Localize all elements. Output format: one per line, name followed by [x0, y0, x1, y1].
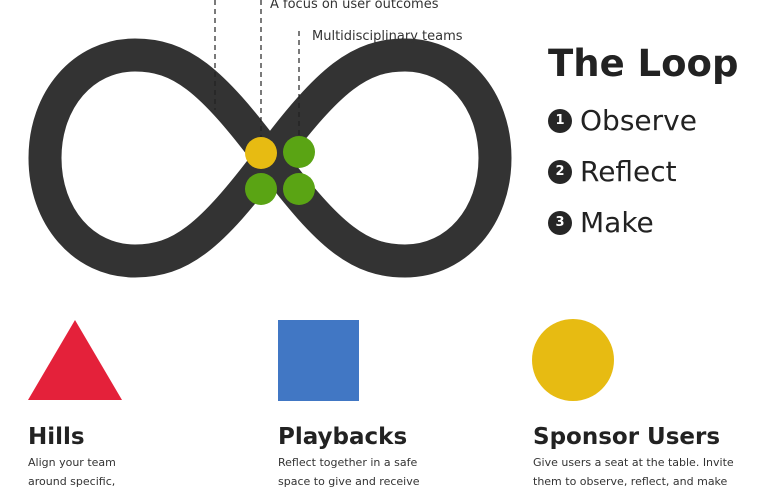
playbacks-title: Playbacks — [278, 424, 408, 450]
team-dot-3 — [283, 173, 315, 205]
playbacks-description-line: Reflect together in a safe — [278, 456, 418, 469]
team-dot-2 — [245, 173, 277, 205]
callout-focus-text: A focus on user outcomes — [270, 0, 439, 12]
step-label-observe: Observe — [580, 104, 697, 137]
sponsor-users-title: Sponsor Users — [533, 424, 721, 450]
focus-dot — [245, 137, 277, 169]
hills-description-line: Align your team — [28, 456, 116, 469]
step-label-reflect: Reflect — [580, 155, 677, 188]
team-dot-1 — [283, 136, 315, 168]
step-make: 3 Make — [548, 206, 654, 239]
circle-icon — [532, 319, 614, 401]
step-number-1: 1 — [548, 108, 572, 133]
loop-title: The Loop — [548, 42, 739, 85]
triangle-icon — [28, 320, 122, 400]
step-reflect: 2 Reflect — [548, 155, 677, 188]
playbacks-description-line: space to give and receive — [278, 475, 420, 488]
square-icon — [278, 320, 359, 401]
step-label-make: Make — [580, 206, 654, 239]
infinity-loop-icon — [28, 0, 512, 278]
hills-description-line: around specific, — [28, 475, 116, 488]
playbacks-description: Reflect together in a safe space to give… — [278, 453, 420, 491]
step-number-2: 2 — [548, 159, 572, 184]
sponsor-users-description: Give users a seat at the table. Invite t… — [533, 453, 734, 491]
hills-title: Hills — [28, 424, 85, 450]
sponsor-users-description-line: Give users a seat at the table. Invite — [533, 456, 734, 469]
step-number-3: 3 — [548, 210, 572, 235]
callout-teams-text: Multidisciplinary teams — [312, 29, 463, 44]
sponsor-users-description-line: them to observe, reflect, and make — [533, 475, 728, 488]
hills-description: Align your team around specific, — [28, 453, 116, 491]
step-observe: 1 Observe — [548, 104, 697, 137]
